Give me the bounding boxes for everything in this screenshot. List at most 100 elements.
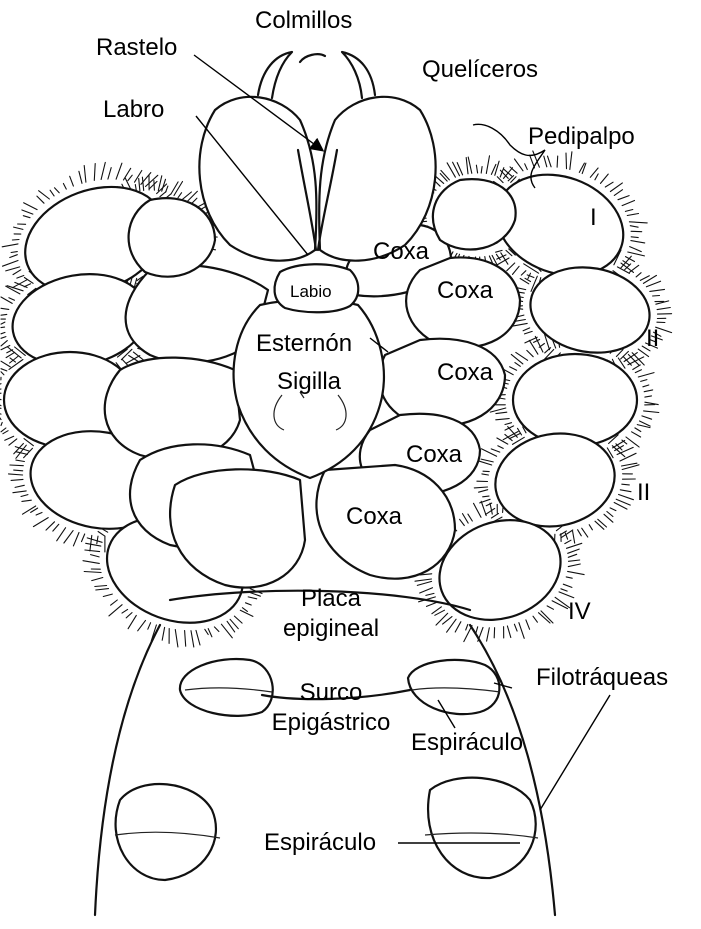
hair-stroke [630,226,638,228]
hair-stroke [1,314,7,315]
hair-stroke [57,528,66,541]
hair-stroke [545,348,551,353]
hair-stroke [568,549,580,553]
hair-stroke [568,564,580,567]
hair-stroke [595,521,604,529]
hair-stroke [476,165,477,173]
hair-stroke [638,373,654,377]
hair-stroke [490,408,506,412]
label-colmillos: Colmillos [255,9,352,33]
hair-stroke [1,369,7,371]
hair-stroke [196,630,200,645]
hair-stroke [36,513,42,516]
hair-stroke [97,536,98,544]
hair-stroke [415,579,432,581]
hair-stroke [504,168,513,179]
hair-stroke [641,380,647,382]
hair-stroke [9,439,17,445]
hair-stroke [533,616,537,622]
hair-stroke [9,474,23,475]
hair-stroke [91,555,100,557]
hair-stroke [1,422,2,425]
hair-stroke [10,465,23,466]
hair-stroke [84,572,101,573]
hair-stroke [625,210,632,212]
hair-stroke [525,331,533,334]
hair-stroke [242,608,247,612]
hair-stroke [601,174,609,183]
hair-stroke [55,188,60,193]
hair-stroke [605,182,613,187]
hair-stroke [103,594,112,596]
label-pedipalpo: Pedipalpo [528,125,635,149]
hair-stroke [92,578,103,581]
hair-stroke [582,528,588,537]
hair-stroke [487,628,490,641]
hair-stroke [630,265,639,272]
hair-stroke [171,182,178,194]
hair-stroke [633,365,641,370]
hair-stroke [12,240,19,241]
label-coxa-b: Coxa [437,279,493,303]
hair-stroke [84,166,86,183]
hair-stroke [440,174,447,182]
hair-stroke [53,524,59,531]
hair-stroke [561,589,567,591]
hair-stroke [644,411,659,413]
hair-stroke [519,623,524,639]
hair-stroke [73,533,79,546]
hair-stroke [3,261,19,267]
hair-stroke [135,171,142,183]
pedipalp-right [433,179,516,249]
hair-stroke [628,252,645,256]
hair-stroke [610,508,616,511]
hair-stroke [466,158,468,174]
hair-stroke [578,530,582,536]
hair-stroke [618,196,629,200]
hair-stroke [15,485,24,487]
label-placa-line1: Placa [266,587,396,611]
hair-stroke [619,495,634,500]
label-coxa-c: Coxa [437,361,493,385]
hair-stroke [108,168,111,180]
hair-stroke [510,367,517,370]
hair-stroke [6,267,20,271]
hair-stroke [527,350,533,356]
hair-stroke [98,532,105,537]
hair-stroke [500,168,504,177]
hair-stroke [497,438,508,444]
hair-stroke [116,163,122,179]
hair-stroke [486,156,489,174]
hair-stroke [496,250,503,252]
hair-stroke [620,490,631,492]
hair-stroke [1,428,6,432]
hair-stroke [557,156,558,167]
label-labio: Labio [290,283,332,300]
hair-stroke [526,620,530,629]
hair-stroke [643,275,656,283]
label-surco-line1: Surco [256,681,406,705]
hair-stroke [631,241,645,243]
hair-stroke [205,629,208,634]
hair-stroke [566,153,567,169]
hair-stroke [646,281,660,287]
hair-stroke [643,385,649,387]
hair-stroke [521,271,526,275]
hair-stroke [562,530,573,537]
hair-stroke [645,396,652,397]
hair-stroke [636,273,641,277]
hair-stroke [21,495,28,497]
hair-stroke [565,540,571,543]
hair-stroke [468,514,472,521]
hair-stroke [486,508,495,514]
hair-stroke [627,214,638,216]
hair-stroke [515,159,524,171]
hair-stroke [82,534,85,542]
hair-stroke [573,531,575,543]
label-leg-3: II [637,481,650,505]
chelicerae [199,97,435,261]
hair-stroke [142,177,143,190]
fangs [258,52,375,98]
hair-stroke [417,581,431,585]
hair-stroke [589,525,592,530]
